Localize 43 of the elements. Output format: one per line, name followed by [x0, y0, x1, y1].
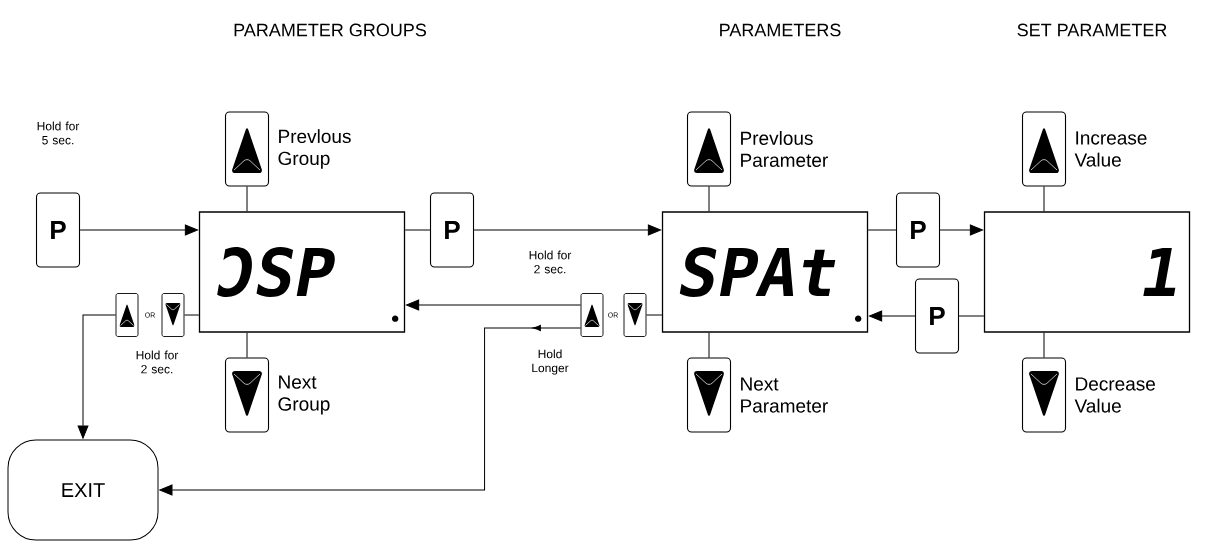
- hold-note: Hold for 5 sec.: [37, 121, 80, 145]
- lcd-display: ƆSP: [198, 211, 406, 333]
- p-button: P: [35, 192, 81, 268]
- connector-line: [246, 332, 248, 358]
- edge-label: Hold for 2 sec.: [523, 249, 577, 275]
- connector-line: [645, 314, 663, 316]
- connector-line: [708, 186, 710, 212]
- hold-note: Hold for 2 sec.: [136, 350, 179, 374]
- arrow: [473, 224, 661, 236]
- button-caption: Next Parameter: [741, 377, 828, 413]
- down-button: [623, 293, 647, 337]
- button-caption: Decrease Value: [1074, 377, 1155, 413]
- arrow: [869, 310, 916, 322]
- connector-line: [404, 229, 431, 231]
- exit-terminal: EXIT: [7, 439, 159, 541]
- button-caption: Increase Value: [1074, 131, 1147, 167]
- connector-line: [246, 186, 248, 212]
- connector-line: [1043, 332, 1045, 358]
- button-caption: Next Group: [278, 375, 330, 415]
- connector-line: [1043, 186, 1045, 212]
- arrow: [406, 299, 582, 311]
- lcd-display: 1: [983, 211, 1191, 333]
- up-button: [115, 293, 139, 337]
- up-button: [580, 293, 604, 337]
- arrow: [159, 324, 582, 496]
- connector-line: [958, 315, 985, 317]
- p-button: P: [895, 192, 941, 268]
- arrow: [77, 314, 117, 439]
- arrow: [939, 224, 983, 236]
- p-button: P: [914, 278, 960, 354]
- section-heading: PARAMETER GROUPS: [234, 23, 426, 37]
- edge-label: Hold Longer: [523, 348, 577, 376]
- arrow: [79, 224, 198, 236]
- connector-line: [708, 332, 710, 358]
- connector-line: [183, 314, 200, 316]
- button-caption: Prevlous Parameter: [741, 131, 828, 167]
- down-button: [161, 293, 185, 337]
- connector-line: [867, 229, 897, 231]
- p-button: P: [429, 192, 475, 268]
- section-heading: SET PARAMETER: [1017, 23, 1167, 37]
- lcd-display: SPAt: [661, 211, 869, 333]
- button-caption: Prevlous Group: [278, 129, 351, 169]
- section-heading: PARAMETERS: [720, 23, 841, 37]
